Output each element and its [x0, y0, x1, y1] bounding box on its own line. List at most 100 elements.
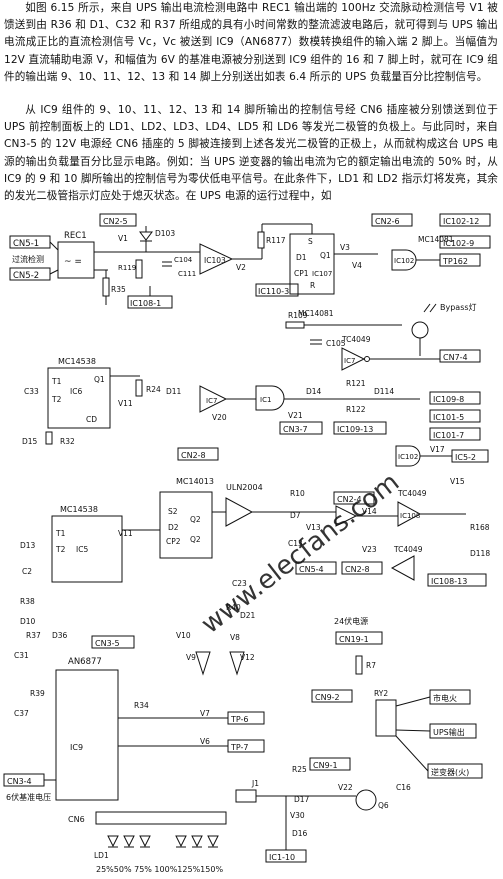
cn2-8-box — [177, 447, 219, 461]
v30-label: V30 — [290, 811, 305, 820]
d103-label: D103 — [155, 229, 175, 238]
r35-resistor — [102, 277, 110, 297]
cn2-6-box — [371, 213, 413, 227]
j1-label: J1 — [251, 779, 259, 788]
tp6-label: TP-6 — [230, 715, 249, 724]
ic109-13-box — [333, 421, 387, 435]
supply24-label: 24伏电源 — [334, 616, 368, 626]
c105-label: C105 — [326, 339, 346, 348]
v7-label: V7 — [200, 709, 210, 718]
cn7-4-label: CN7-4 — [443, 353, 468, 362]
ic102-9-label: IC102-9 — [443, 239, 474, 248]
d103-diode — [139, 231, 153, 241]
ic110-3-label: IC110-3 — [258, 287, 289, 296]
bypass-led-icon — [411, 321, 429, 339]
cn19-1-label: CN19-1 — [339, 635, 369, 644]
ic5-2-label: IC5-2 — [455, 453, 476, 462]
buffer-gate — [335, 505, 358, 527]
ic6-label: IC6 — [70, 387, 82, 396]
d118-label: D118 — [470, 549, 490, 558]
r7-resistor — [355, 655, 363, 675]
cn3-7-box — [279, 421, 323, 435]
cn2-4-box — [333, 491, 375, 505]
ic101-7-label: IC101-7 — [433, 431, 464, 440]
ic6-cd: CD — [86, 415, 97, 424]
cn3-5-box — [91, 635, 135, 649]
svg-text:Q2: Q2 — [190, 535, 201, 544]
cn19-1-box — [335, 631, 383, 645]
v21-label: V21 — [288, 411, 303, 420]
c2-label: C2 — [22, 567, 32, 576]
ic6-t1: T1 — [51, 377, 62, 386]
d17-label: D17 — [294, 795, 310, 804]
cn9-1-box — [309, 757, 351, 771]
ic109-8-box — [429, 391, 481, 405]
v23-label: V23 — [362, 545, 377, 554]
r38-label: R38 — [20, 597, 35, 606]
svg-text:T1: T1 — [55, 529, 66, 538]
ic1-gate-c — [229, 651, 245, 676]
r117-resistor — [257, 231, 265, 249]
mc14538-label-a: MC14538 — [58, 357, 96, 366]
ic6-monostable — [47, 367, 111, 429]
cn2-5-box — [99, 213, 137, 227]
an6877-label: AN6877 — [68, 657, 102, 667]
d7-label: D7 — [290, 511, 301, 520]
mc14538-label-b: MC14538 — [60, 505, 98, 514]
c33-label: C33 — [24, 387, 39, 396]
v12-label: V12 — [240, 653, 255, 662]
tp7-label: TP-7 — [230, 743, 249, 752]
uln2004-driver — [225, 497, 254, 527]
ic7-inverter-a — [341, 347, 366, 371]
v1-label: V1 — [118, 234, 128, 243]
inverter-label: 逆变器(火) — [431, 767, 469, 777]
ref6v-label: 6伏基准电压 — [6, 792, 51, 802]
q6-transistor — [355, 789, 377, 811]
cn2-5-label: CN2-5 — [103, 217, 128, 226]
ic107-q1-pin: Q1 — [320, 251, 331, 260]
v11-label: V11 — [118, 399, 133, 408]
ic107-label: IC107 — [312, 270, 332, 278]
cn5-2-label: CN5-2 — [13, 271, 39, 281]
ic101-7-box — [429, 427, 481, 441]
v10-label: V10 — [176, 631, 191, 640]
r122-label: R122 — [346, 405, 366, 414]
cn2-8b-label: CN2-8 — [345, 565, 370, 574]
cn5-4-label: CN5-4 — [299, 565, 324, 574]
bypass-label: Bypass灯 — [440, 302, 477, 312]
c16-label: C16 — [396, 783, 411, 792]
d36-label: D36 — [52, 631, 68, 640]
r117-label: R117 — [266, 236, 286, 245]
cn6-connector — [95, 811, 227, 825]
rec1-box — [57, 241, 95, 279]
cn5-1-label: CN5-1 — [13, 239, 39, 249]
ld1-label: LD1 — [94, 851, 109, 860]
ic5-label: IC5 — [76, 545, 88, 554]
j1-jumper — [235, 789, 257, 803]
mc14081-label-b: MC14081 — [418, 235, 454, 244]
v4-label: V4 — [352, 261, 362, 270]
tp162-box — [439, 253, 481, 267]
q6-label: Q6 — [378, 801, 389, 810]
tc4049-label-b: TC4049 — [397, 489, 427, 498]
r24-resistor — [135, 379, 143, 397]
r35-label: R35 — [111, 285, 126, 294]
ic1-10-label: IC1-10 — [269, 853, 295, 862]
v8-label: V8 — [230, 633, 240, 642]
ic107-d1-pin: D1 — [296, 253, 307, 262]
paragraph-2: 从 IC9 组件的 9、10、11、12、13 和 14 脚所输出的控制信号经 … — [4, 104, 498, 203]
v11-label-b: V11 — [118, 529, 133, 538]
mc14013-flipflop — [159, 491, 213, 559]
d14-label: D14 — [306, 387, 322, 396]
ic102b-label: IC102 — [398, 453, 418, 461]
ic1-gate-b — [195, 651, 211, 676]
cn9-2-box — [311, 689, 353, 703]
mc14013-label: MC14013 — [176, 477, 214, 486]
ic102-12-box — [439, 213, 491, 227]
c23-label: C23 — [232, 579, 247, 588]
svg-text:S2: S2 — [168, 507, 178, 516]
ic108-1-label: IC108-1 — [130, 299, 161, 308]
ic1-gate-a — [255, 385, 285, 411]
cn2-8-label: CN2-8 — [181, 451, 206, 460]
